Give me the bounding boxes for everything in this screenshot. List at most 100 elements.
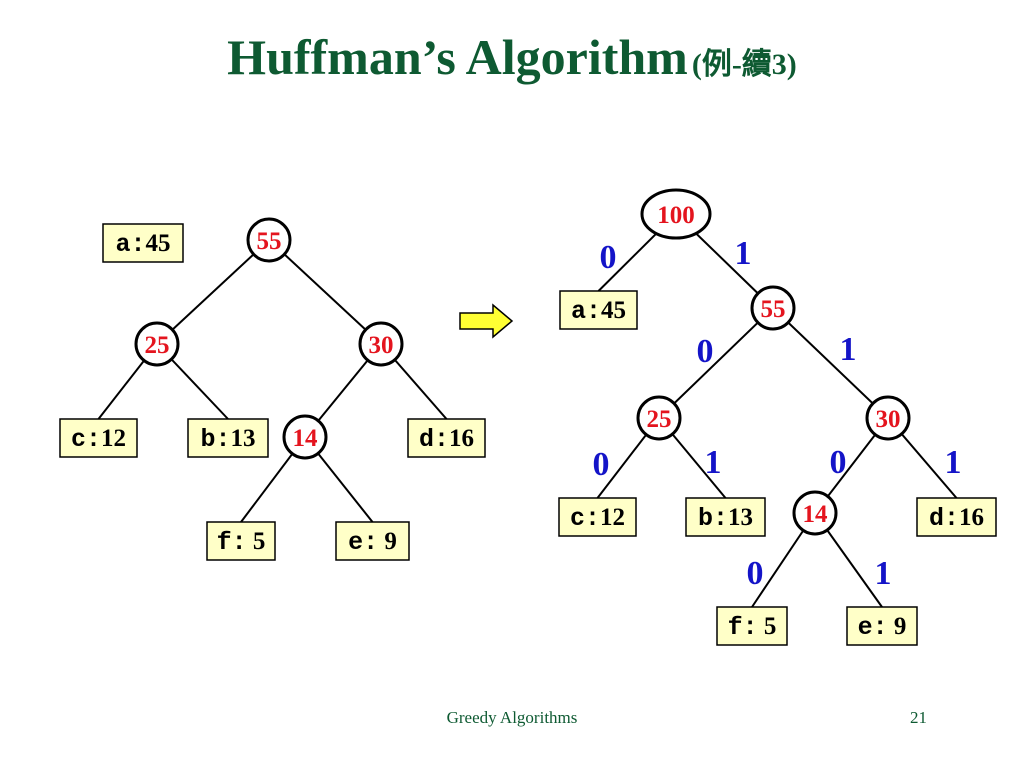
leaf-symbol: d: bbox=[419, 425, 449, 454]
leaf-symbol: a: bbox=[115, 230, 145, 259]
leaf-box bbox=[846, 606, 918, 646]
leaf-label: e: 9 bbox=[858, 613, 907, 642]
bit-label: 0 bbox=[697, 333, 714, 370]
leaf-frequency: 5 bbox=[758, 613, 777, 640]
leaf-label: d:16 bbox=[419, 425, 474, 454]
node-value: 25 bbox=[647, 406, 672, 433]
leaf-symbol: e: bbox=[348, 528, 378, 557]
leaf-symbol: c: bbox=[570, 504, 600, 533]
node-value: 14 bbox=[803, 501, 829, 528]
leaf-box bbox=[335, 521, 410, 561]
title-suffix: (例-續3) bbox=[691, 48, 797, 81]
leaf-d: d:16 bbox=[916, 497, 997, 537]
edge-n55-n30 bbox=[268, 239, 382, 345]
leaf-frequency: 16 bbox=[449, 425, 474, 452]
node-circle bbox=[134, 321, 180, 367]
node-value: 30 bbox=[369, 332, 394, 359]
slide-title: Huffman’s Algorithm (例-續3) bbox=[0, 28, 1024, 86]
leaf-a: a:45 bbox=[102, 223, 184, 263]
node-circle bbox=[636, 395, 682, 441]
leaf-frequency: 13 bbox=[231, 425, 256, 452]
bit-label: 0 bbox=[747, 555, 764, 592]
edges bbox=[97, 239, 448, 523]
leaf-label: c:12 bbox=[570, 504, 625, 533]
node-value: 25 bbox=[145, 332, 170, 359]
node-circle bbox=[282, 414, 328, 460]
page-number: 21 bbox=[910, 708, 927, 727]
leaf-box bbox=[916, 497, 997, 537]
slide-footer: Greedy Algorithms bbox=[446, 708, 578, 727]
leaf-box bbox=[59, 418, 138, 458]
right-arrow-icon bbox=[459, 303, 514, 339]
leaf-symbol: e: bbox=[858, 613, 888, 642]
leaf-label: a:45 bbox=[571, 297, 626, 326]
leaf-box bbox=[685, 497, 766, 537]
node-circle bbox=[358, 321, 404, 367]
leaf-frequency: 45 bbox=[601, 297, 626, 324]
leaf-label: c:12 bbox=[71, 425, 126, 454]
bit-label: 0 bbox=[830, 444, 847, 481]
leaf-frequency: 5 bbox=[247, 528, 266, 555]
tree-node-25: 25 bbox=[636, 395, 682, 441]
edge-n55-n25 bbox=[156, 239, 270, 345]
bit-label: 1 bbox=[945, 444, 962, 481]
node-circle bbox=[750, 285, 796, 331]
bit-label: 1 bbox=[735, 235, 752, 272]
leaf-label: e: 9 bbox=[348, 528, 397, 557]
tree-node-14: 14 bbox=[282, 414, 328, 460]
leaf-box bbox=[559, 290, 638, 330]
leaf-box bbox=[102, 223, 184, 263]
node-value: 55 bbox=[761, 296, 786, 323]
leaf-frequency: 13 bbox=[728, 504, 753, 531]
tree-node-30: 30 bbox=[865, 395, 911, 441]
tree-node-55: 55 bbox=[750, 285, 796, 331]
node-value: 30 bbox=[876, 406, 901, 433]
leaf-frequency: 16 bbox=[959, 504, 984, 531]
leaf-symbol: f: bbox=[728, 613, 758, 642]
node-circle bbox=[865, 395, 911, 441]
tree-node-30: 30 bbox=[358, 321, 404, 367]
leaf-symbol: a: bbox=[571, 297, 601, 326]
leaf-label: b:13 bbox=[200, 425, 255, 454]
bit-label: 1 bbox=[705, 444, 722, 481]
leaf-box bbox=[206, 521, 276, 561]
before-tree: 55 25 30 14 a:45 c:12 b:13 d:16 f: 5 e: 9 bbox=[59, 217, 486, 561]
bit-label: 0 bbox=[593, 446, 610, 483]
leaf-symbol: f: bbox=[217, 528, 247, 557]
leaf-label: d:16 bbox=[929, 504, 984, 533]
leaf-b: b:13 bbox=[187, 418, 269, 458]
leaf-c: c:12 bbox=[59, 418, 138, 458]
leaf-label: f: 5 bbox=[728, 613, 777, 642]
node-value: 100 bbox=[657, 202, 695, 229]
bit-label: 0 bbox=[600, 239, 617, 276]
tree-node-100: 100 bbox=[640, 188, 712, 240]
leaf-frequency: 9 bbox=[888, 613, 907, 640]
leaf-a: a:45 bbox=[559, 290, 638, 330]
leaf-f: f: 5 bbox=[716, 606, 788, 646]
leaf-box bbox=[558, 497, 637, 537]
leaf-label: a:45 bbox=[115, 230, 170, 259]
node-value: 55 bbox=[257, 228, 282, 255]
tree-node-14: 14 bbox=[792, 490, 838, 536]
leaf-e: e: 9 bbox=[846, 606, 918, 646]
leaf-frequency: 9 bbox=[378, 528, 397, 555]
leaf-frequency: 45 bbox=[146, 230, 171, 257]
leaf-f: f: 5 bbox=[206, 521, 276, 561]
node-value: 14 bbox=[293, 425, 319, 452]
node-circle bbox=[792, 490, 838, 536]
leaf-c: c:12 bbox=[558, 497, 637, 537]
leaf-box bbox=[407, 418, 486, 458]
tree-node-55: 55 bbox=[246, 217, 292, 263]
title-main: Huffman’s Algorithm bbox=[227, 29, 688, 85]
leaf-b: b:13 bbox=[685, 497, 766, 537]
leaf-box bbox=[716, 606, 788, 646]
leaf-label: f: 5 bbox=[217, 528, 266, 557]
edge-n55-n30 bbox=[772, 307, 889, 419]
edge-n55-n25 bbox=[658, 307, 774, 419]
leaf-label: b:13 bbox=[698, 504, 753, 533]
leaf-symbol: b: bbox=[200, 425, 230, 454]
